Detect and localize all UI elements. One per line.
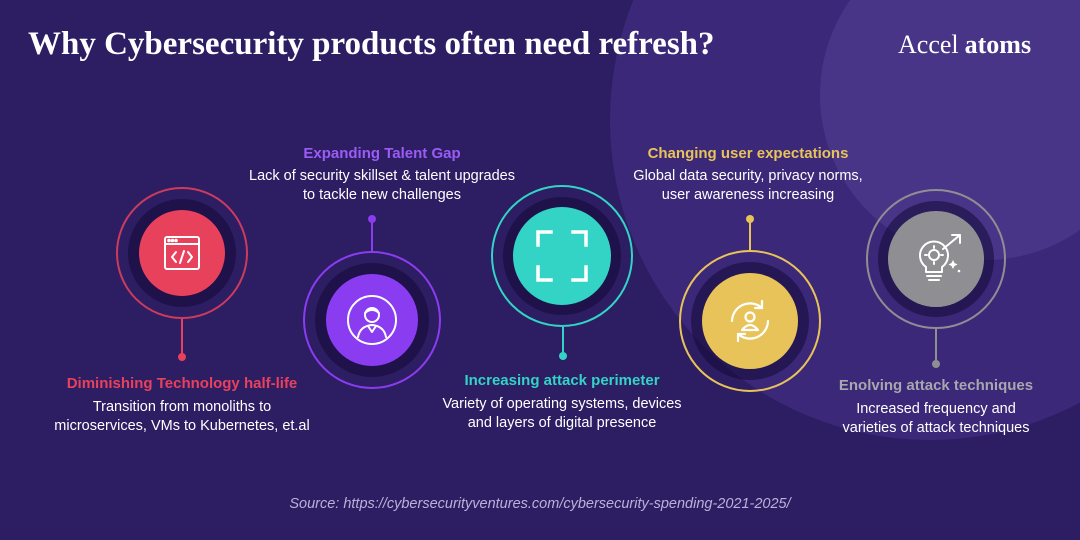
connector-line: [562, 327, 564, 353]
item-label: Increasing attack perimeter: [464, 372, 660, 389]
node-outer-ring: [679, 250, 821, 392]
connector-line: [181, 319, 183, 357]
logo-accel: Accel: [898, 30, 959, 59]
lightbulb-gear-icon: [919, 234, 961, 281]
item-label: Enolving attack techniques: [838, 377, 1034, 394]
item-label: Expanding Talent Gap: [303, 145, 461, 162]
desc-line: to tackle new challenges: [303, 187, 461, 203]
connector-line: [371, 219, 373, 253]
desc-line: Increased frequency and: [856, 401, 1016, 417]
item-description: Lack of security skillset & talent upgra…: [222, 167, 542, 205]
desc-line: varieties of attack techniques: [842, 420, 1030, 436]
code-window-icon: [164, 236, 200, 270]
node-outer-ring: [491, 185, 633, 327]
accel-atoms-logo: Accel atoms: [898, 30, 1031, 60]
item-description: Variety of operating systems, devices an…: [402, 395, 722, 433]
connector-line: [749, 219, 751, 252]
node-disk: [326, 274, 418, 366]
item-description: Transition from monoliths to microservic…: [34, 398, 330, 436]
page-title: Why Cybersecurity products often need re…: [28, 26, 715, 62]
desc-line: Lack of security skillset & talent upgra…: [249, 168, 515, 184]
node-disk: [139, 210, 225, 296]
item-description: Global data security, privacy norms, use…: [588, 167, 908, 205]
desc-line: Transition from monoliths to: [92, 399, 272, 415]
logo-atoms: atoms: [964, 30, 1032, 59]
source-citation: Source: https://cybersecurityventures.co…: [289, 496, 791, 512]
connector-line: [935, 329, 937, 361]
node-attack-techniques: [866, 189, 1006, 329]
item-label: Changing user expectations: [647, 145, 849, 162]
desc-line: and layers of digital presence: [467, 415, 657, 431]
user-sync-icon: [730, 299, 770, 343]
node-tech-half-life: [116, 187, 248, 319]
node-outer-ring: [866, 189, 1006, 329]
item-label: Diminishing Technology half-life: [66, 375, 298, 392]
node-outer-ring: [116, 187, 248, 319]
desc-line: microservices, VMs to Kubernetes, et.al: [54, 418, 310, 434]
node-talent-gap: [303, 251, 441, 389]
desc-line: Variety of operating systems, devices: [442, 396, 682, 412]
connector-dot: [559, 352, 567, 360]
node-outer-ring: [303, 251, 441, 389]
desc-line: Global data security, privacy norms,: [633, 168, 863, 184]
node-attack-perimeter: [491, 185, 633, 327]
person-icon: [347, 295, 397, 345]
connector-dot: [178, 353, 186, 361]
expand-frame-icon: [536, 230, 588, 282]
desc-line: user awareness increasing: [661, 187, 835, 203]
node-disk: [513, 207, 611, 305]
item-description: Increased frequency and varieties of att…: [796, 400, 1076, 438]
connector-dot: [932, 360, 940, 368]
node-user-expectations: [679, 250, 821, 392]
